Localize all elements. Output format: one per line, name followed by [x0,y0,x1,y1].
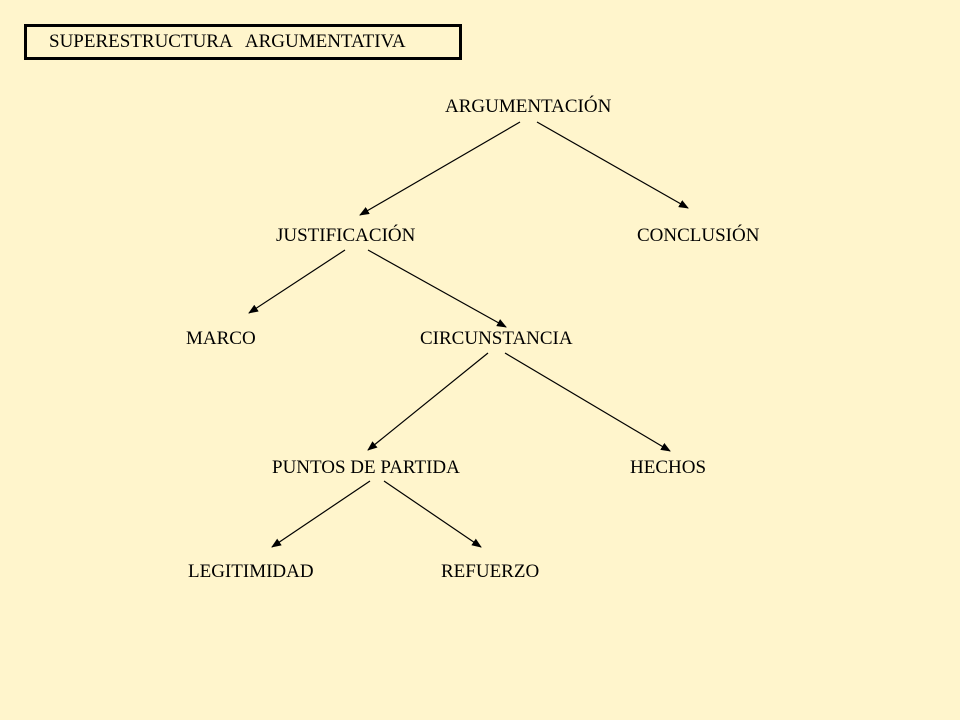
edge-argumentacion-justificacion [359,121,521,216]
edge-puntos-refuerzo [383,480,482,548]
edge-circunstancia-hechos [504,352,671,452]
node-refuerzo: REFUERZO [441,561,540,582]
edge-argumentacion-conclusion [536,121,689,209]
node-puntos-de-partida: PUNTOS DE PARTIDA [272,457,460,478]
node-marco: MARCO [186,328,256,349]
edge-justificacion-marco [248,249,346,314]
node-hechos: HECHOS [630,457,707,478]
node-argumentacion: ARGUMENTACIÓN [445,96,612,117]
node-justificacion: JUSTIFICACIÓN [276,225,416,246]
diagram-title: SUPERESTRUCTURA ARGUMENTATIVA [24,24,462,60]
node-conclusion: CONCLUSIÓN [637,225,760,246]
node-legitimidad: LEGITIMIDAD [188,561,314,582]
edge-justificacion-circunstancia [367,249,507,328]
node-circunstancia: CIRCUNSTANCIA [420,328,573,349]
edge-circunstancia-puntos [367,352,489,451]
edge-puntos-legitimidad [271,480,371,548]
